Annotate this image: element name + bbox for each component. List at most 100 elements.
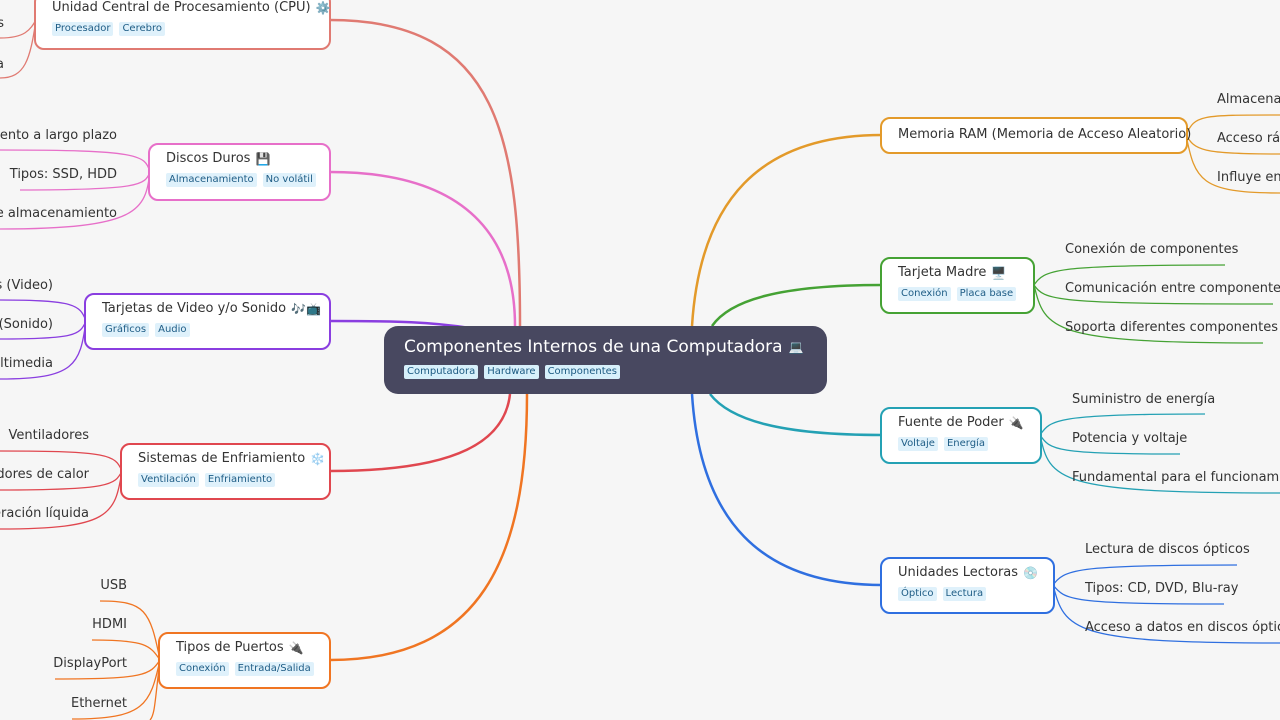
connector-madre-leaf-2 <box>1033 284 1274 305</box>
branch-tags: Procesador Cerebro <box>52 22 315 36</box>
leaf-lectoras-2[interactable]: Tipos: CD, DVD, Blu-ray <box>1085 581 1239 596</box>
leaf-enfriamiento-3[interactable]: eración líquida <box>0 506 89 521</box>
plug-icon: 🔌 <box>1008 416 1024 430</box>
branch-title: Unidades Lectoras <box>898 565 1019 580</box>
leaf-madre-2[interactable]: Comunicación entre componentes <box>1065 281 1280 296</box>
plug-icon: 🔌 <box>288 641 304 655</box>
branch-title-row: Discos Duros 💾 <box>166 150 315 168</box>
branch-title-row: Sistemas de Enfriamiento ❄️ <box>138 450 325 468</box>
connector-fuente-leaf-1 <box>1039 413 1206 436</box>
connector-root-enfriamiento <box>329 393 512 473</box>
leaf-discos-3[interactable]: de almacenamiento <box>0 206 117 221</box>
branch-tags: Óptico Lectura <box>898 587 1039 601</box>
connector-puertos-leaf-4 <box>71 659 161 720</box>
connector-enfriamiento-leaf-2 <box>0 470 123 491</box>
branch-node-discos[interactable]: Discos Duros 💾 Almacenamiento No volátil <box>148 143 331 201</box>
tag: Óptico <box>898 587 937 601</box>
leaf-video-3[interactable]: ultimedia <box>0 356 53 371</box>
connector-enfriamiento-leaf-1 <box>0 450 123 472</box>
branch-title: Memoria RAM (Memoria de Acceso Aleatorio… <box>898 127 1192 142</box>
leaf-enfriamiento-1[interactable]: Ventiladores <box>8 428 89 443</box>
leaf-video-1[interactable]: os (Video) <box>0 278 53 293</box>
leaf-fuente-3[interactable]: Fundamental para el funcionamien <box>1072 470 1280 485</box>
tag: Voltaje <box>898 437 938 451</box>
branch-node-madre[interactable]: Tarjeta Madre 🖥️ Conexión Placa base <box>880 257 1035 314</box>
leaf-madre-1[interactable]: Conexión de componentes <box>1065 242 1239 257</box>
branch-title-row: Fuente de Poder 🔌 <box>898 414 1026 432</box>
connector-fuente-leaf-2 <box>1039 434 1181 455</box>
connector-madre-leaf-1 <box>1033 264 1226 286</box>
tag: Procesador <box>52 22 114 36</box>
tag: Gráficos <box>102 323 150 337</box>
desktop-computer-icon: 🖥️ <box>991 266 1007 280</box>
tag: Placa base <box>956 287 1017 301</box>
branch-tags: Conexión Entrada/Salida <box>176 662 315 676</box>
root-tags: Computadora Hardware Componentes <box>404 365 807 379</box>
connector-root-discos <box>329 170 517 327</box>
music-tv-icon: 🎶📺 <box>291 302 321 316</box>
leaf-lectoras-3[interactable]: Acceso a datos en discos ópticos <box>1085 620 1280 635</box>
leaf-lectoras-1[interactable]: Lectura de discos ópticos <box>1085 542 1250 557</box>
branch-title: Unidad Central de Procesamiento (CPU) <box>52 0 311 15</box>
branch-node-lectoras[interactable]: Unidades Lectoras 💿 Óptico Lectura <box>880 557 1055 614</box>
leaf-madre-3[interactable]: Soporta diferentes componentes <box>1065 320 1279 335</box>
leaf-puertos-2[interactable]: HDMI <box>92 617 127 632</box>
branch-node-ram[interactable]: Memoria RAM (Memoria de Acceso Aleatorio… <box>880 117 1192 154</box>
branch-title: Fuente de Poder <box>898 415 1004 430</box>
connector-discos-leaf-1 <box>0 149 151 173</box>
leaf-fuente-2[interactable]: Potencia y voltaje <box>1072 431 1188 446</box>
branch-node-fuente[interactable]: Fuente de Poder 🔌 Voltaje Energía <box>880 407 1042 464</box>
connector-fuente-leaf-3 <box>1039 434 1280 494</box>
leaf-cpu-1[interactable]: s <box>0 16 4 31</box>
connector-lectoras-leaf-3 <box>1052 584 1280 644</box>
leaf-fuente-1[interactable]: Suministro de energía <box>1072 392 1216 407</box>
root-title: Componentes Internos de una Computadora <box>404 337 783 357</box>
branch-title-row: Unidades Lectoras 💿 <box>898 564 1039 582</box>
leaf-ram-2[interactable]: Acceso ráp <box>1217 131 1280 146</box>
leaf-ram-1[interactable]: Almacenar <box>1217 92 1280 107</box>
tag: Audio <box>155 323 190 337</box>
connector-root-lectoras <box>690 393 883 587</box>
tag: Computadora <box>404 365 479 379</box>
branch-node-video[interactable]: Tarjetas de Video y/o Sonido 🎶📺 Gráficos… <box>84 293 331 350</box>
connector-ram-leaf-3 <box>1185 134 1280 194</box>
branch-node-puertos[interactable]: Tipos de Puertos 🔌 Conexión Entrada/Sali… <box>158 632 331 689</box>
connector-lectoras-leaf-2 <box>1052 584 1225 605</box>
connector-puertos-leaf-2 <box>91 639 161 661</box>
connector-ram-leaf-1 <box>1185 114 1280 136</box>
leaf-discos-2[interactable]: Tipos: SSD, HDD <box>9 167 117 182</box>
leaf-cpu-2[interactable]: a <box>0 57 4 72</box>
leaf-enfriamiento-2[interactable]: adores de calor <box>0 467 89 482</box>
tag: Hardware <box>484 365 539 379</box>
root-title-row: Componentes Internos de una Computadora … <box>404 336 807 358</box>
branch-tags: Almacenamiento No volátil <box>166 173 316 187</box>
branch-tags: Gráficos Audio <box>102 323 315 337</box>
floppy-disk-icon: 💾 <box>255 152 271 166</box>
tag: Enfriamiento <box>204 473 276 487</box>
branch-title: Discos Duros <box>166 151 251 166</box>
connector-puertos-leaf-3 <box>54 659 161 680</box>
snowflake-icon: ❄️ <box>310 452 326 466</box>
connector-root-fuente <box>709 393 883 437</box>
branch-title-row: Unidad Central de Procesamiento (CPU) ⚙️ <box>52 0 331 17</box>
tag: Conexión <box>176 662 229 676</box>
branch-title: Tipos de Puertos <box>176 640 284 655</box>
tag: Componentes <box>544 365 620 379</box>
root-node[interactable]: Componentes Internos de una Computadora … <box>384 326 827 394</box>
branch-title: Tarjeta Madre <box>898 265 987 280</box>
connector-root-ram <box>690 133 883 327</box>
branch-tags: Voltaje Energía <box>898 437 1026 451</box>
leaf-ram-3[interactable]: Influye en <box>1217 170 1280 185</box>
laptop-icon: 💻 <box>788 340 804 354</box>
connector-ram-leaf-2 <box>1185 134 1280 155</box>
leaf-puertos-4[interactable]: Ethernet <box>71 696 127 711</box>
branch-node-cpu[interactable]: Unidad Central de Procesamiento (CPU) ⚙️… <box>34 0 331 50</box>
connector-root-puertos <box>329 393 529 662</box>
leaf-puertos-1[interactable]: USB <box>100 578 127 593</box>
leaf-puertos-3[interactable]: DisplayPort <box>53 656 127 671</box>
leaf-discos-1[interactable]: miento a largo plazo <box>0 128 117 143</box>
branch-node-enfriamiento[interactable]: Sistemas de Enfriamiento ❄️ Ventilación … <box>120 443 331 500</box>
connector-root-cpu <box>329 18 522 327</box>
leaf-video-2[interactable]: (Sonido) <box>0 317 53 332</box>
